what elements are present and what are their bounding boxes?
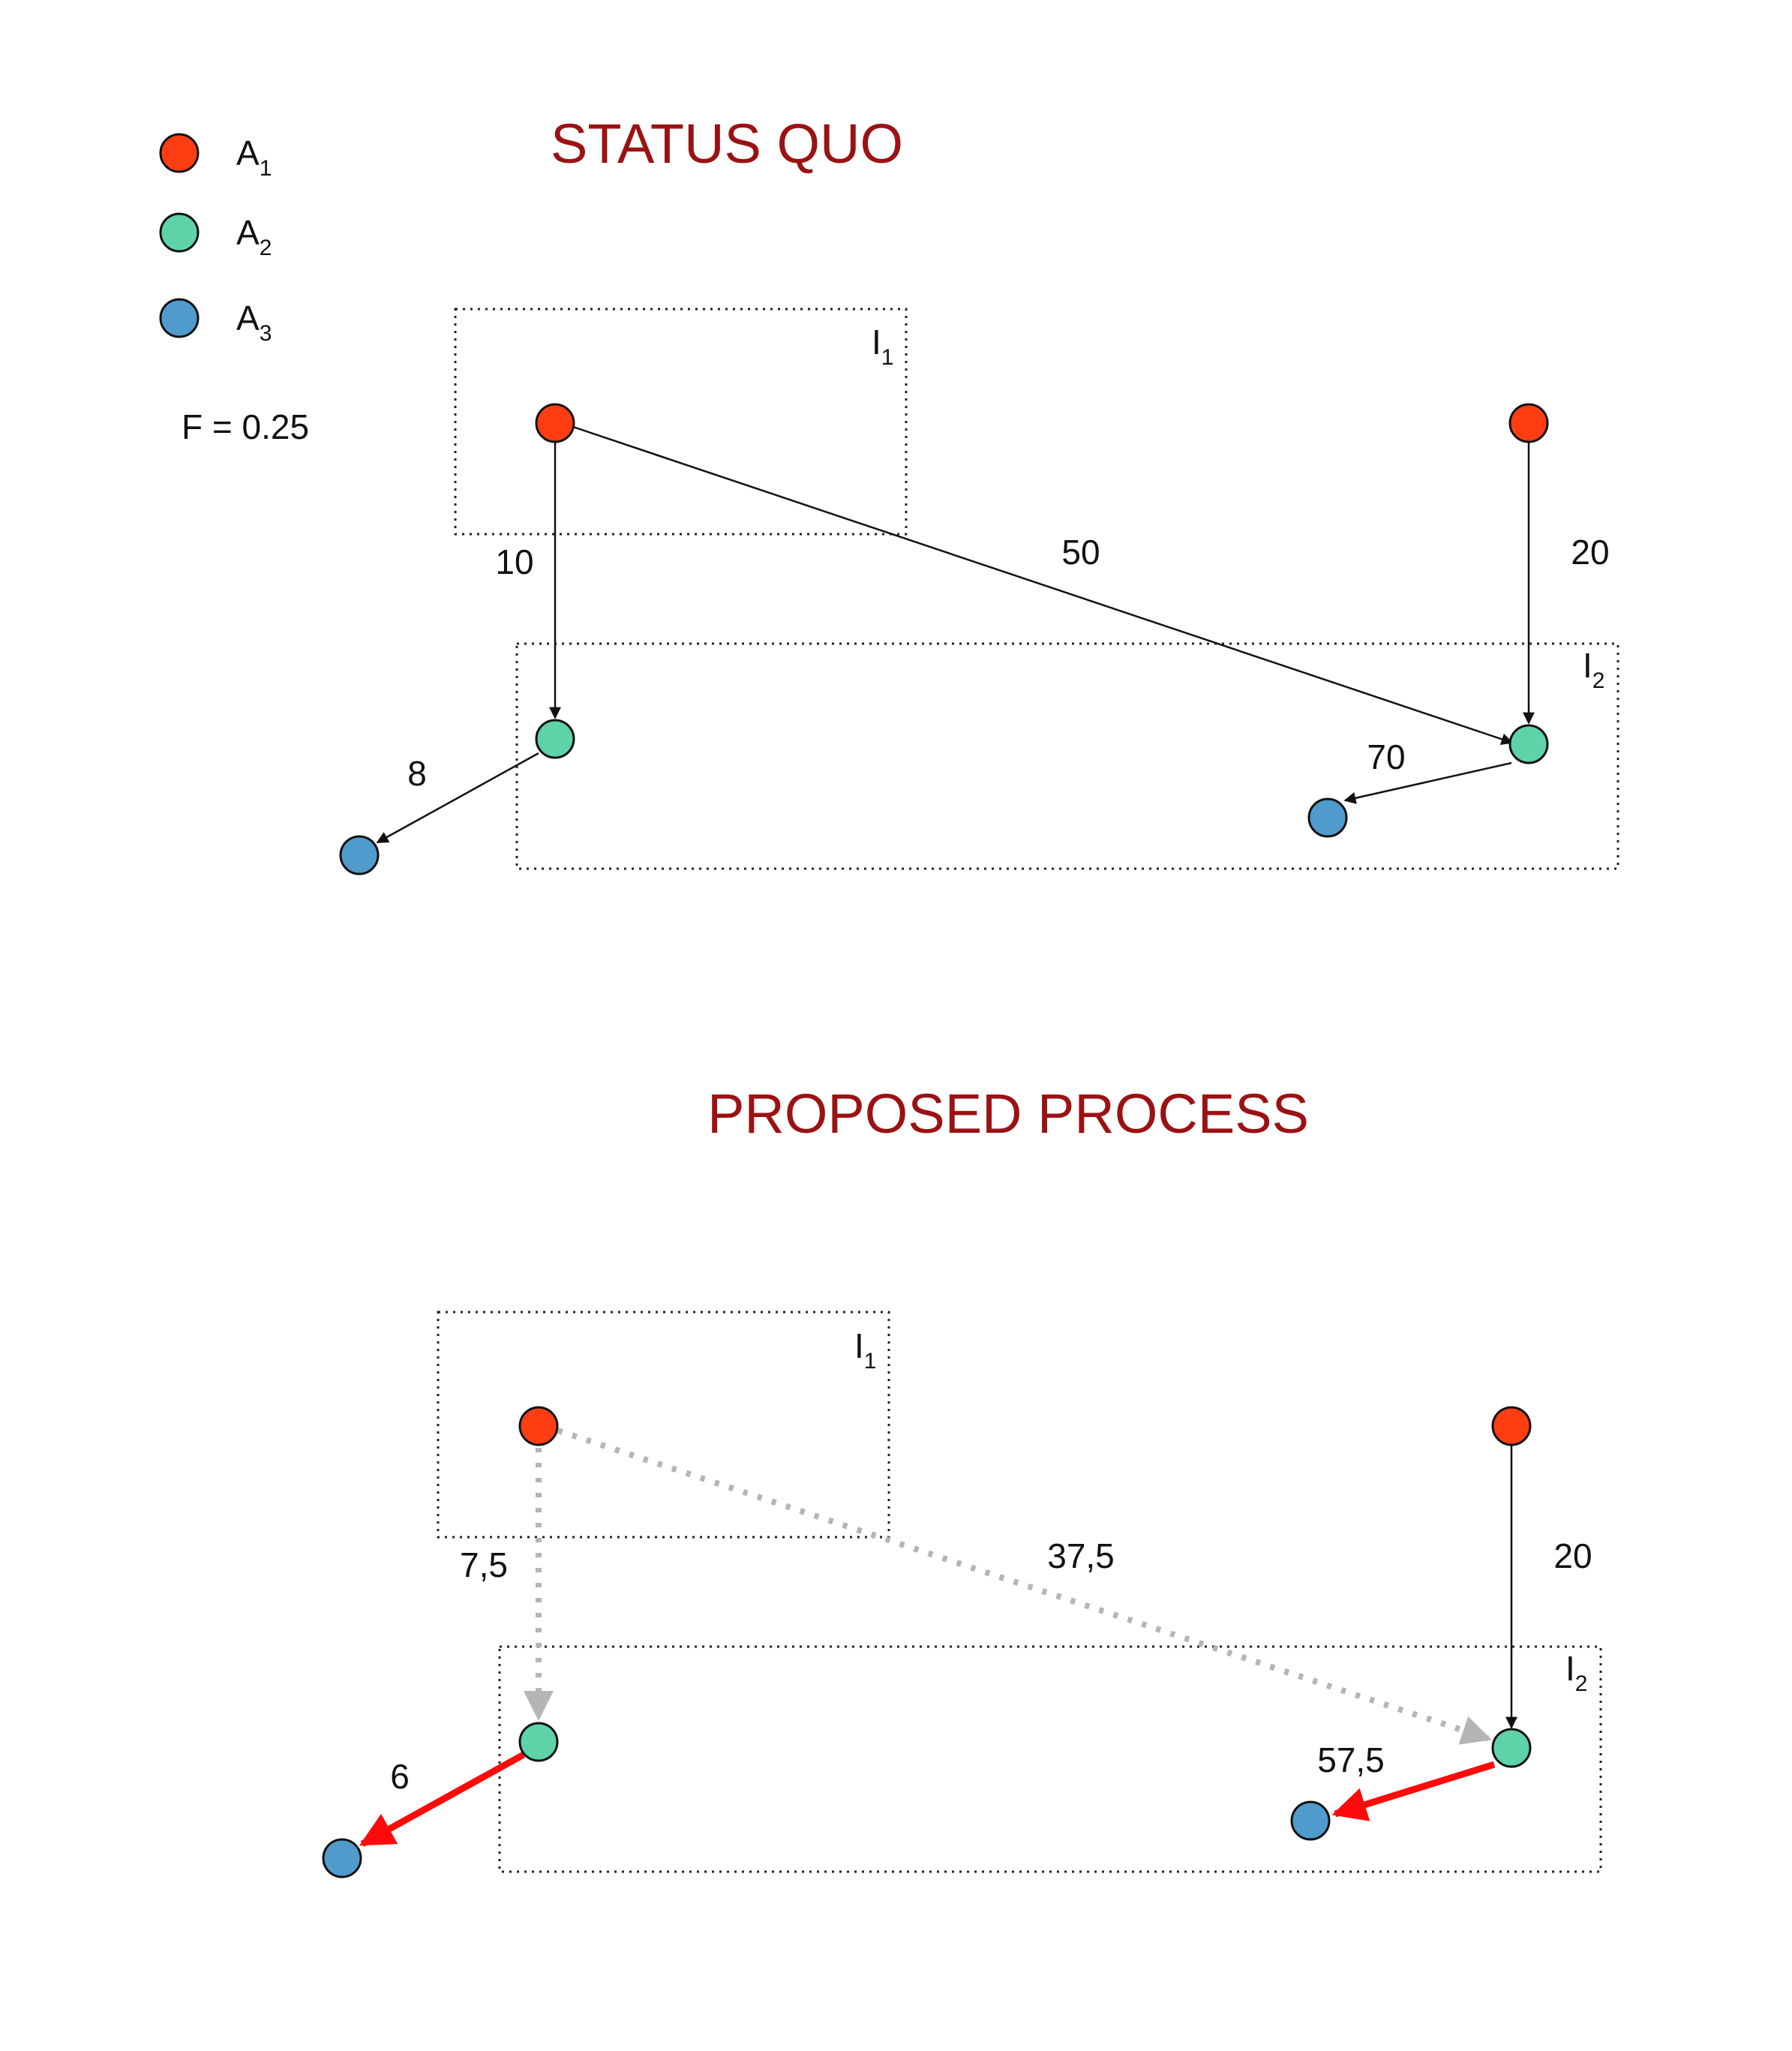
status-quo-node-a1-right [1508, 403, 1549, 443]
proposed-edge-a1-left-to-a2-right [557, 1428, 1492, 1745]
legend-a1-swatch [159, 133, 200, 173]
legend-a3-label: A3 [236, 299, 272, 346]
legend-a2-label: A2 [236, 213, 272, 260]
proposed-region-i1-label: I1 [854, 1326, 876, 1374]
proposed-node-a2-right [1491, 1728, 1532, 1768]
status-quo-region-i2-label: I2 [1583, 646, 1604, 693]
status-quo-region-i1-label: I1 [872, 323, 893, 370]
status-quo-edge-a1-left-to-a2-right [572, 425, 1514, 745]
proposed-node-a1-left [518, 1406, 559, 1446]
proposed-edge-label-6: 6 [390, 1757, 410, 1796]
legend-a2-swatch [159, 212, 200, 253]
status-quo-edge-label-50: 50 [1061, 533, 1100, 572]
legend-a3-swatch [159, 298, 200, 338]
proposed-node-a2-left [518, 1722, 559, 1762]
proposed-node-a3-left [322, 1838, 362, 1878]
proposed-edge-label-20: 20 [1553, 1536, 1592, 1575]
status-quo-node-a2-left [535, 719, 575, 759]
status-quo-edge-label-20: 20 [1571, 533, 1609, 572]
status-quo-node-a3-left [339, 835, 380, 875]
proposed-process-title: PROPOSED PROCESS [707, 1083, 1309, 1145]
parameter-f-label: F = 0.25 [182, 407, 309, 446]
proposed-region-i1 [437, 1311, 890, 1539]
proposed-edge-a2-left-to-a3-left [359, 1752, 526, 1847]
legend-a1-label: A1 [236, 134, 272, 181]
proposed-edge-label-37-5: 37,5 [1047, 1536, 1115, 1575]
status-quo-title: STATUS QUO [551, 113, 903, 175]
status-quo-edge-a2-right-to-a3-right [1343, 761, 1512, 804]
proposed-node-a3-right [1290, 1800, 1331, 1841]
proposed-node-a1-right [1491, 1406, 1532, 1446]
status-quo-node-a3-right [1307, 797, 1348, 838]
status-quo-diagram: STATUS QUO I1 I2 10 50 20 8 70 [339, 113, 1619, 875]
legend: A1 A2 A3 F = 0.25 [159, 133, 309, 446]
status-quo-region-i2 [515, 642, 1619, 870]
status-quo-edge-label-8: 8 [407, 754, 427, 793]
status-quo-node-a2-right [1508, 724, 1549, 764]
status-quo-edge-label-10: 10 [495, 542, 533, 581]
proposed-process-diagram: PROPOSED PROCESS I1 I2 7,5 37,5 20 6 57,… [322, 1083, 1602, 1878]
proposed-edge-label-7-5: 7,5 [460, 1545, 508, 1584]
status-quo-node-a1-left [535, 403, 575, 443]
proposed-edge-a2-right-to-a3-right [1331, 1761, 1496, 1821]
proposed-edge-label-57-5: 57,5 [1317, 1740, 1385, 1779]
status-quo-region-i1 [454, 308, 908, 536]
status-quo-edge-label-70: 70 [1367, 737, 1405, 776]
proposed-region-i2-label: I2 [1565, 1649, 1587, 1696]
proposed-region-i2 [498, 1645, 1602, 1873]
status-quo-edge-a2-left-to-a3-left [376, 752, 539, 844]
